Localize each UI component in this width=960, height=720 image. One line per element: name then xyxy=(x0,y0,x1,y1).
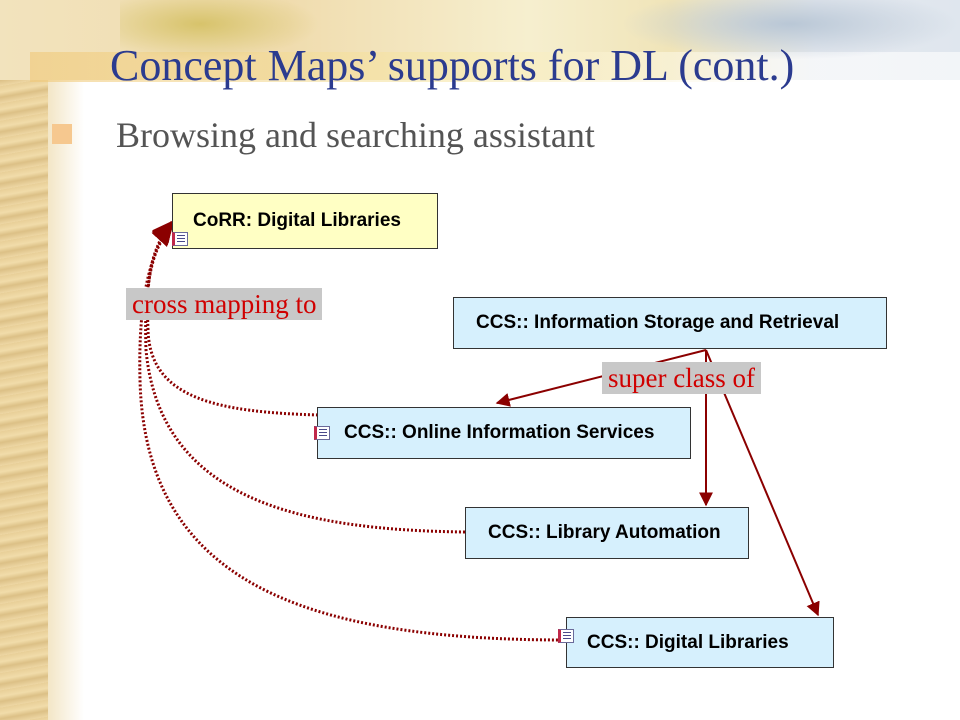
cross-link-ois xyxy=(146,220,319,417)
top-flower-decoration xyxy=(620,0,960,60)
document-icon[interactable] xyxy=(172,232,188,246)
node-ccs-information-storage-retrieval[interactable]: CCS:: Information Storage and Retrieval xyxy=(453,297,887,349)
document-icon[interactable] xyxy=(558,629,574,643)
node-label: CCS:: Library Automation xyxy=(488,522,721,543)
node-corr-digital-libraries[interactable]: CoRR: Digital Libraries xyxy=(172,193,438,249)
node-ccs-digital-libraries[interactable]: CCS:: Digital Libraries xyxy=(566,617,834,668)
node-ccs-online-information-services[interactable]: CCS:: Online Information Services xyxy=(317,407,691,459)
node-label: CoRR: Digital Libraries xyxy=(193,210,401,231)
node-label: CCS:: Digital Libraries xyxy=(587,631,789,653)
cross-link-dl xyxy=(138,224,567,642)
node-label: CCS:: Information Storage and Retrieval xyxy=(476,312,840,333)
cross-link-la xyxy=(144,222,466,534)
left-decorative-band xyxy=(0,0,48,720)
bullet-marker xyxy=(52,124,72,144)
top-leaf-decoration xyxy=(120,0,320,60)
bullet-text: Browsing and searching assistant xyxy=(116,115,595,155)
node-ccs-library-automation[interactable]: CCS:: Library Automation xyxy=(465,507,749,559)
super-link-dl xyxy=(705,349,820,617)
slide-title: Concept Maps’ supports for DL (cont.) xyxy=(110,41,795,90)
left-fade xyxy=(48,0,84,720)
link-label-super-class: super class of xyxy=(602,362,761,394)
node-label: CCS:: Online Information Services xyxy=(344,422,655,443)
link-label-cross-mapping: cross mapping to xyxy=(126,288,323,320)
document-icon[interactable] xyxy=(314,426,330,440)
super-link-ois xyxy=(495,349,707,407)
